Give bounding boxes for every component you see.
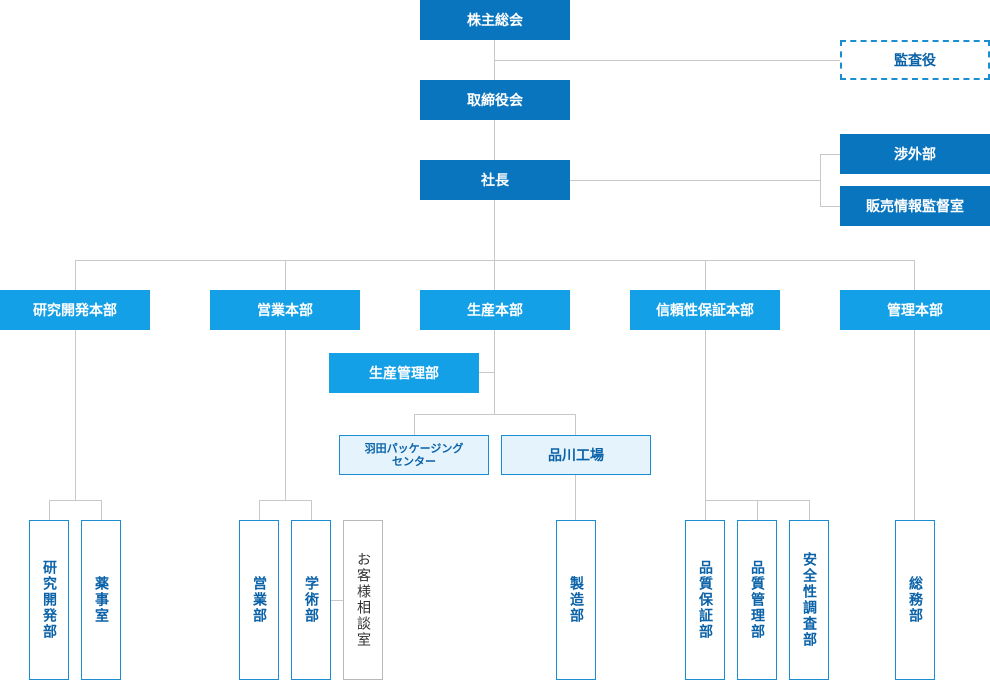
auditor-box: 監査役 [840,40,990,80]
production-division-box: 生産本部 [420,290,570,330]
line-drop-shinagawa [575,414,576,435]
line-sales-vertical [285,330,286,500]
quality-division-box: 信頼性保証本部 [630,290,780,330]
sales-monitoring-box: 販売情報監督室 [840,186,990,226]
line-division-bus [75,260,915,261]
sales-division-box: 営業本部 [210,290,360,330]
line-drop-quality [705,260,706,290]
line-drop-rd [75,260,76,290]
haneda-packaging-center-box: 羽田パッケージング センター [339,435,489,475]
line-main-vertical [494,40,495,414]
line-staff-vertical [820,154,821,206]
line-quality-drop3 [809,500,810,520]
manufacturing-dept-box: 製造部 [556,520,596,680]
shareholders-meeting-box: 株主総会 [420,0,570,40]
line-quality-drop2 [757,500,758,520]
quality-control-box: 品質管理部 [737,520,777,680]
line-drop-admin [914,260,915,290]
general-affairs-box: 総務部 [895,520,935,680]
line-sales-drop1 [259,500,260,520]
pharmacy-affairs-box: 薬事室 [81,520,121,680]
line-quality-drop1 [705,500,706,520]
admin-division-box: 管理本部 [840,290,990,330]
line-drop-sales [285,260,286,290]
line-factory-bus [414,414,576,415]
line-staff-bottom [820,206,840,207]
production-management-box: 生産管理部 [329,353,479,393]
line-rd-drop2 [101,500,102,520]
line-sales-bus [259,500,311,501]
line-auditor [494,60,840,61]
line-drop-haneda [414,414,415,435]
line-rd-vertical [75,330,76,500]
rd-division-box: 研究開発本部 [0,290,150,330]
line-quality-vertical [705,330,706,500]
line-staff-top [820,154,840,155]
line-consult [331,600,343,601]
customer-consultation-box: お客様相談室 [343,520,383,680]
board-of-directors-box: 取締役会 [420,80,570,120]
line-president-staff [570,180,820,181]
line-admin-vertical [914,330,915,520]
academic-dept-box: 学術部 [291,520,331,680]
line-rd-bus [49,500,101,501]
quality-assurance-box: 品質保証部 [685,520,725,680]
safety-research-box: 安全性調査部 [789,520,829,680]
rd-dept-box: 研究開発部 [29,520,69,680]
sales-dept-box: 営業部 [239,520,279,680]
line-prod-mgmt [479,372,495,373]
shinagawa-factory-box: 品川工場 [501,435,651,475]
president-box: 社長 [420,160,570,200]
line-shinagawa-mfg [575,474,576,520]
line-sales-drop2 [311,500,312,520]
external-affairs-box: 渉外部 [840,134,990,174]
line-rd-drop1 [49,500,50,520]
